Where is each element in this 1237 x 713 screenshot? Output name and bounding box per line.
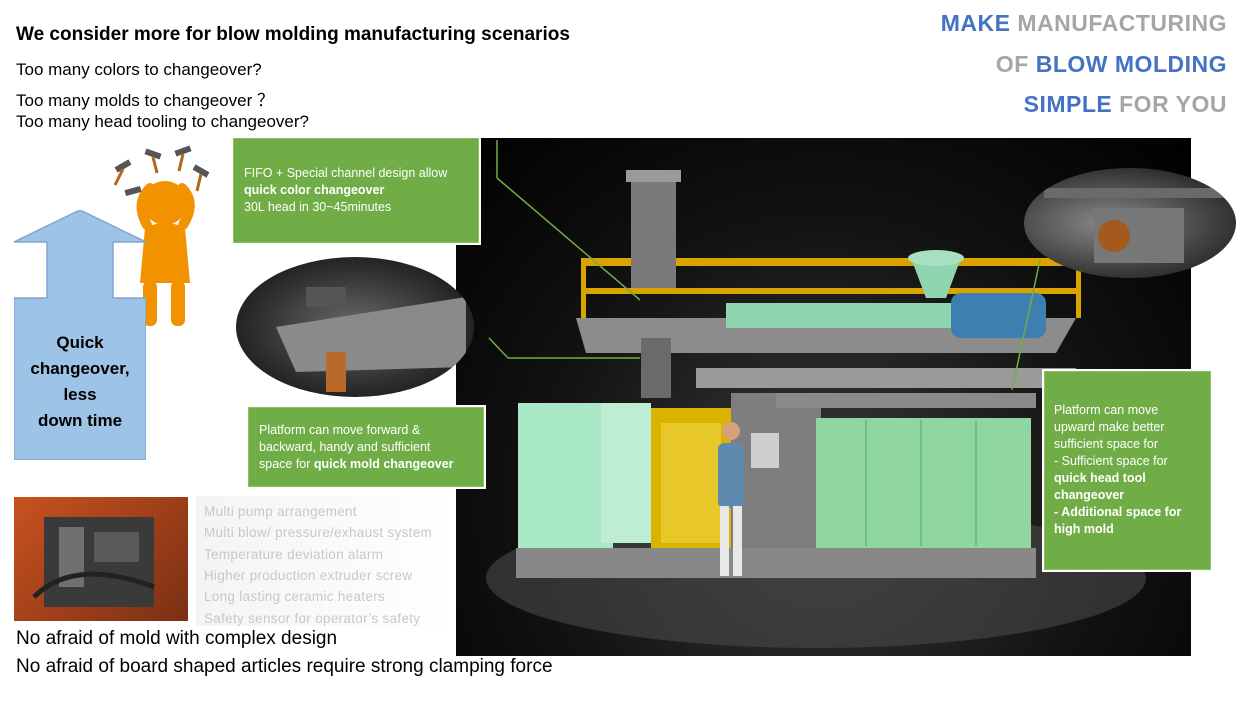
hydraulic-system-image xyxy=(14,497,188,621)
tagline-line-3: SIMPLE FOR YOU xyxy=(1023,91,1227,117)
platform-closeup-illustration xyxy=(276,287,466,392)
mold-changeover-callout: Platform can move forward & backward, ha… xyxy=(248,407,484,487)
up-arrow-icon xyxy=(14,210,146,460)
feature-item: Safety sensor for operator’s safety xyxy=(204,611,421,626)
bottom-line-clamping-force: No afraid of board shaped articles requi… xyxy=(16,656,553,677)
machine-illustration xyxy=(486,170,1146,648)
question-head-tooling: Too many head tooling to changeover? xyxy=(16,112,309,131)
arrow-caption: Quick changeover, less down time xyxy=(30,333,130,430)
question-colors: Too many colors to changeover? xyxy=(16,60,262,79)
tagline-line-2: OF BLOW MOLDING xyxy=(995,51,1227,77)
feature-item: Temperature deviation alarm xyxy=(204,547,384,562)
head-closeup-image xyxy=(1024,168,1236,278)
feature-item: Multi pump arrangement xyxy=(204,504,357,519)
bottom-line-complex-mold: No afraid of mold with complex design xyxy=(16,628,338,649)
headline: We consider more for blow molding manufa… xyxy=(16,24,570,45)
hydraulic-illustration xyxy=(32,517,155,607)
feature-item: Multi blow/ pressure/exhaust system xyxy=(204,525,433,540)
head-changeover-callout: Platform can move upward make better suf… xyxy=(1044,371,1211,570)
platform-closeup-image xyxy=(236,257,474,397)
feature-item: Higher production extruder screw xyxy=(204,568,413,583)
color-changeover-callout: FIFO + Special channel design allow quic… xyxy=(233,138,479,243)
feature-item: Long lasting ceramic heaters xyxy=(204,589,385,604)
feature-list-panel xyxy=(196,496,456,626)
head-closeup-illustration xyxy=(1044,188,1234,263)
tagline-line-1: MAKE MANUFACTURING xyxy=(940,10,1227,36)
question-molds: Too many molds to changeover ？ xyxy=(16,91,274,110)
stressed-figure-icon xyxy=(113,145,210,326)
